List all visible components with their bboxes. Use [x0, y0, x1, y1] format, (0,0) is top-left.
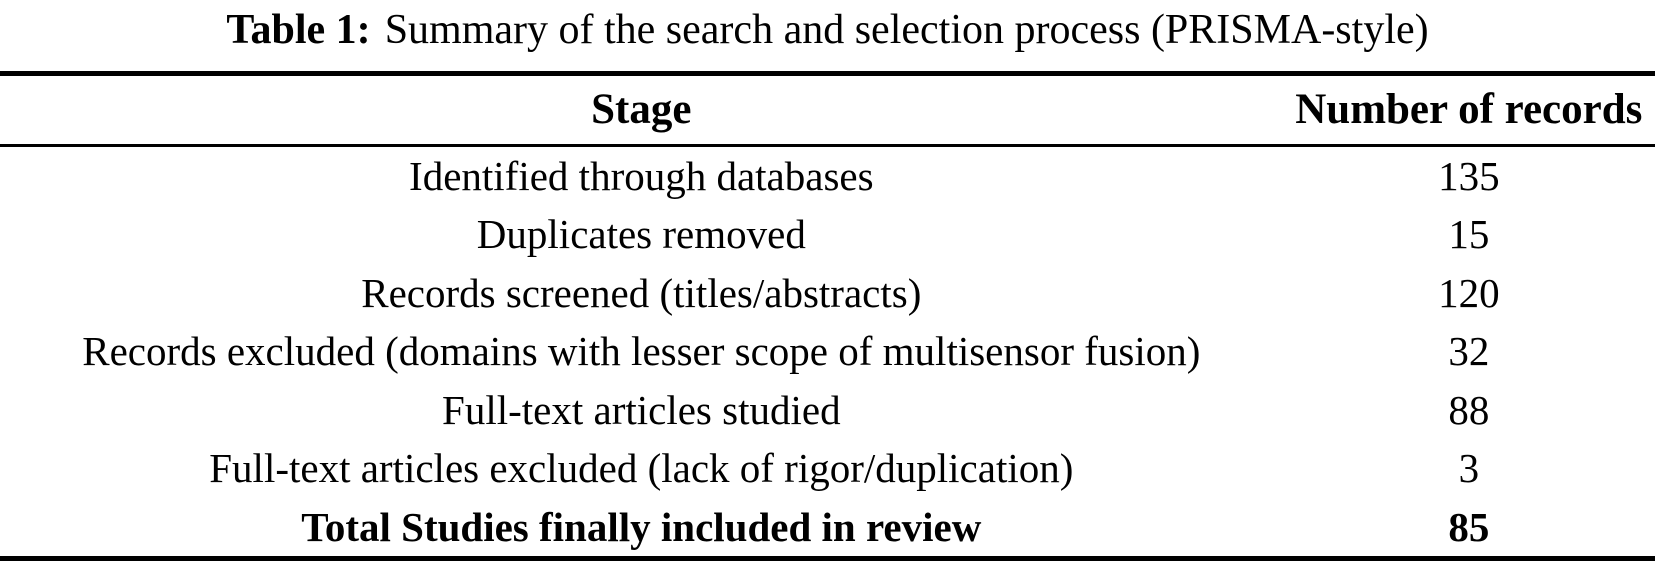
table-row: Full-text articles excluded (lack of rig…	[0, 439, 1655, 498]
table-top-rule	[0, 71, 1655, 76]
records-cell: 135	[1438, 152, 1500, 199]
stage-cell: Duplicates removed	[476, 211, 806, 258]
table-row: Records excluded (domains with lesser sc…	[0, 322, 1655, 381]
table-row: Duplicates removed 15	[0, 205, 1655, 264]
table-bottom-rule	[0, 556, 1655, 561]
table-row: Total Studies finally included in review…	[0, 498, 1655, 557]
records-cell: 3	[1458, 445, 1480, 492]
table-mid-rule	[0, 143, 1655, 147]
records-cell: 120	[1438, 269, 1500, 316]
column-header-stage: Stage	[591, 86, 692, 133]
records-cell: 32	[1448, 328, 1490, 375]
prisma-summary-table: Stage Number of records Identified throu…	[0, 71, 1655, 561]
records-cell: 85	[1448, 503, 1490, 550]
stage-cell: Records excluded (domains with lesser sc…	[82, 328, 1201, 375]
column-header-number-of-records: Number of records	[1295, 86, 1643, 133]
records-cell: 15	[1448, 211, 1490, 258]
table-row: Full-text articles studied 88	[0, 381, 1655, 440]
table-caption: Table 1: Summary of the search and select…	[0, 4, 1655, 56]
table-caption-text: Summary of the search and selection proc…	[384, 7, 1429, 53]
table-header-row: Stage Number of records	[0, 76, 1655, 144]
stage-cell: Identified through databases	[409, 152, 874, 199]
records-cell: 88	[1448, 386, 1490, 433]
table-row: Records screened (titles/abstracts) 120	[0, 264, 1655, 323]
table-row: Identified through databases 135	[0, 147, 1655, 206]
stage-cell: Records screened (titles/abstracts)	[361, 269, 922, 316]
table-body: Identified through databases 135 Duplica…	[0, 147, 1655, 557]
table-caption-label: Table 1:	[226, 7, 371, 53]
stage-cell: Full-text articles excluded (lack of rig…	[209, 445, 1074, 492]
stage-cell: Total Studies finally included in review	[301, 503, 982, 550]
stage-cell: Full-text articles studied	[442, 386, 841, 433]
